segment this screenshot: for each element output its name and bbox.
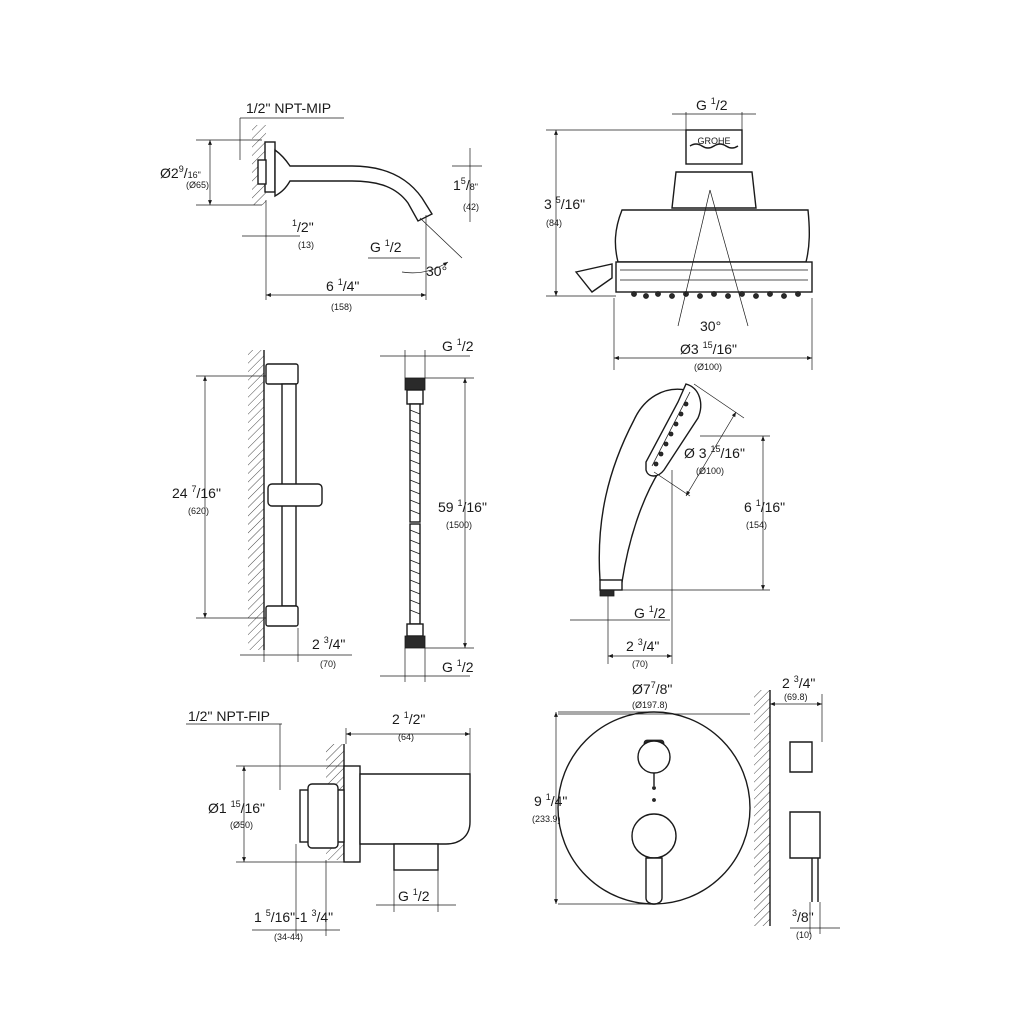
head-brand: GROHE	[697, 136, 730, 146]
head-connector	[685, 129, 743, 165]
trim-dia: Ø77/8"	[632, 680, 672, 697]
outlet-elbow-view	[186, 723, 471, 936]
hand-height: 6 1/16"	[744, 498, 785, 515]
head-dia: Ø3 15/16"	[680, 340, 737, 357]
rail-slider	[267, 483, 323, 507]
hand-nozzles	[653, 401, 689, 467]
arm-flange-depth-mm: (13)	[298, 240, 314, 250]
elbow-outlet	[393, 843, 439, 871]
arm-thread-label: 1/2" NPT-MIP	[246, 100, 331, 116]
head-shower-body	[614, 209, 811, 263]
arm-flange-depth: 1/2"	[292, 218, 314, 235]
arm-drop: 15/8"	[453, 176, 478, 193]
arm-flange-dia: Ø29/16"	[160, 164, 201, 181]
arm-angle: 30°	[426, 263, 447, 279]
trim-dia-mm: (Ø197.8)	[632, 700, 668, 710]
head-height-mm: (84)	[546, 218, 562, 228]
hand-height-mm: (154)	[746, 520, 767, 530]
mixer-lever	[645, 857, 663, 905]
trim-lever: 3/8"	[792, 908, 814, 925]
side-diverter	[789, 741, 813, 773]
side-mixer	[789, 811, 821, 859]
rail-depth: 2 3/4"	[312, 635, 345, 652]
trim-height-mm: (233.9)	[532, 814, 561, 824]
hand-depth: 2 3/4"	[626, 637, 659, 654]
hose-upper-section	[409, 403, 421, 523]
elbow-range: 1 5/16"-1 3/4"	[254, 908, 333, 925]
hand-depth-mm: (70)	[632, 659, 648, 669]
hose-lower-section	[409, 523, 421, 625]
head-thread: G 1/2	[696, 96, 728, 113]
hand-shower-view	[570, 383, 770, 664]
diverter-knob	[637, 740, 671, 774]
hose-bottom-thread: G 1/2	[442, 658, 474, 675]
rail-top-bracket	[265, 363, 299, 385]
elbow-projection: 2 1/2"	[392, 710, 425, 727]
rail-depth-mm: (70)	[320, 659, 336, 669]
rail-bottom-bracket	[265, 605, 299, 627]
hose-length-mm: (1500)	[446, 520, 472, 530]
shower-rail-view	[196, 350, 352, 662]
valve-trim-view	[554, 690, 840, 934]
elbow-dia: Ø1 15/16"	[208, 799, 265, 816]
arm-length: 6 1/4"	[326, 277, 359, 294]
rail-length-mm: (620)	[188, 506, 209, 516]
shower-hose-view	[380, 350, 474, 682]
hand-dia: Ø 3 15/16"	[684, 444, 745, 461]
head-shower-view	[546, 112, 813, 370]
trim-depth-mm: (69.8)	[784, 692, 808, 702]
hand-dia-mm: (Ø100)	[696, 466, 724, 476]
elbow-body	[359, 773, 471, 845]
hose-length: 59 1/16"	[438, 498, 487, 515]
rail-length: 24 7/16"	[172, 484, 221, 501]
nozzle-row	[631, 291, 801, 299]
shower-arm-view	[196, 117, 482, 300]
trim-lever-mm: (10)	[796, 930, 812, 940]
head-spray-angle: 30°	[700, 318, 721, 334]
mixer-knob	[631, 813, 677, 859]
arm-flange-dia-mm: (Ø65)	[186, 180, 209, 190]
arm-length-mm: (158)	[331, 302, 352, 312]
trim-height: 9 1/4"	[534, 792, 567, 809]
elbow-outlet-thread: G 1/2	[398, 887, 430, 904]
hose-top-nut	[404, 377, 426, 391]
shower-arm-pipe	[274, 148, 434, 222]
elbow-thread-label: 1/2" NPT-FIP	[188, 708, 270, 724]
hand-thread: G 1/2	[634, 604, 666, 621]
head-height: 3 5/16"	[544, 195, 585, 212]
arm-drop-mm: (42)	[463, 202, 479, 212]
hose-top-thread: G 1/2	[442, 337, 474, 354]
hose-bottom-nut	[404, 635, 426, 649]
head-dia-mm: (Ø100)	[694, 362, 722, 372]
elbow-projection-mm: (64)	[398, 732, 414, 742]
elbow-range-mm: (34-44)	[274, 932, 303, 942]
arm-outlet-thread: G 1/2	[370, 238, 402, 255]
elbow-flange	[343, 765, 361, 863]
trim-depth: 2 3/4"	[782, 674, 815, 691]
elbow-dia-mm: (Ø50)	[230, 820, 253, 830]
